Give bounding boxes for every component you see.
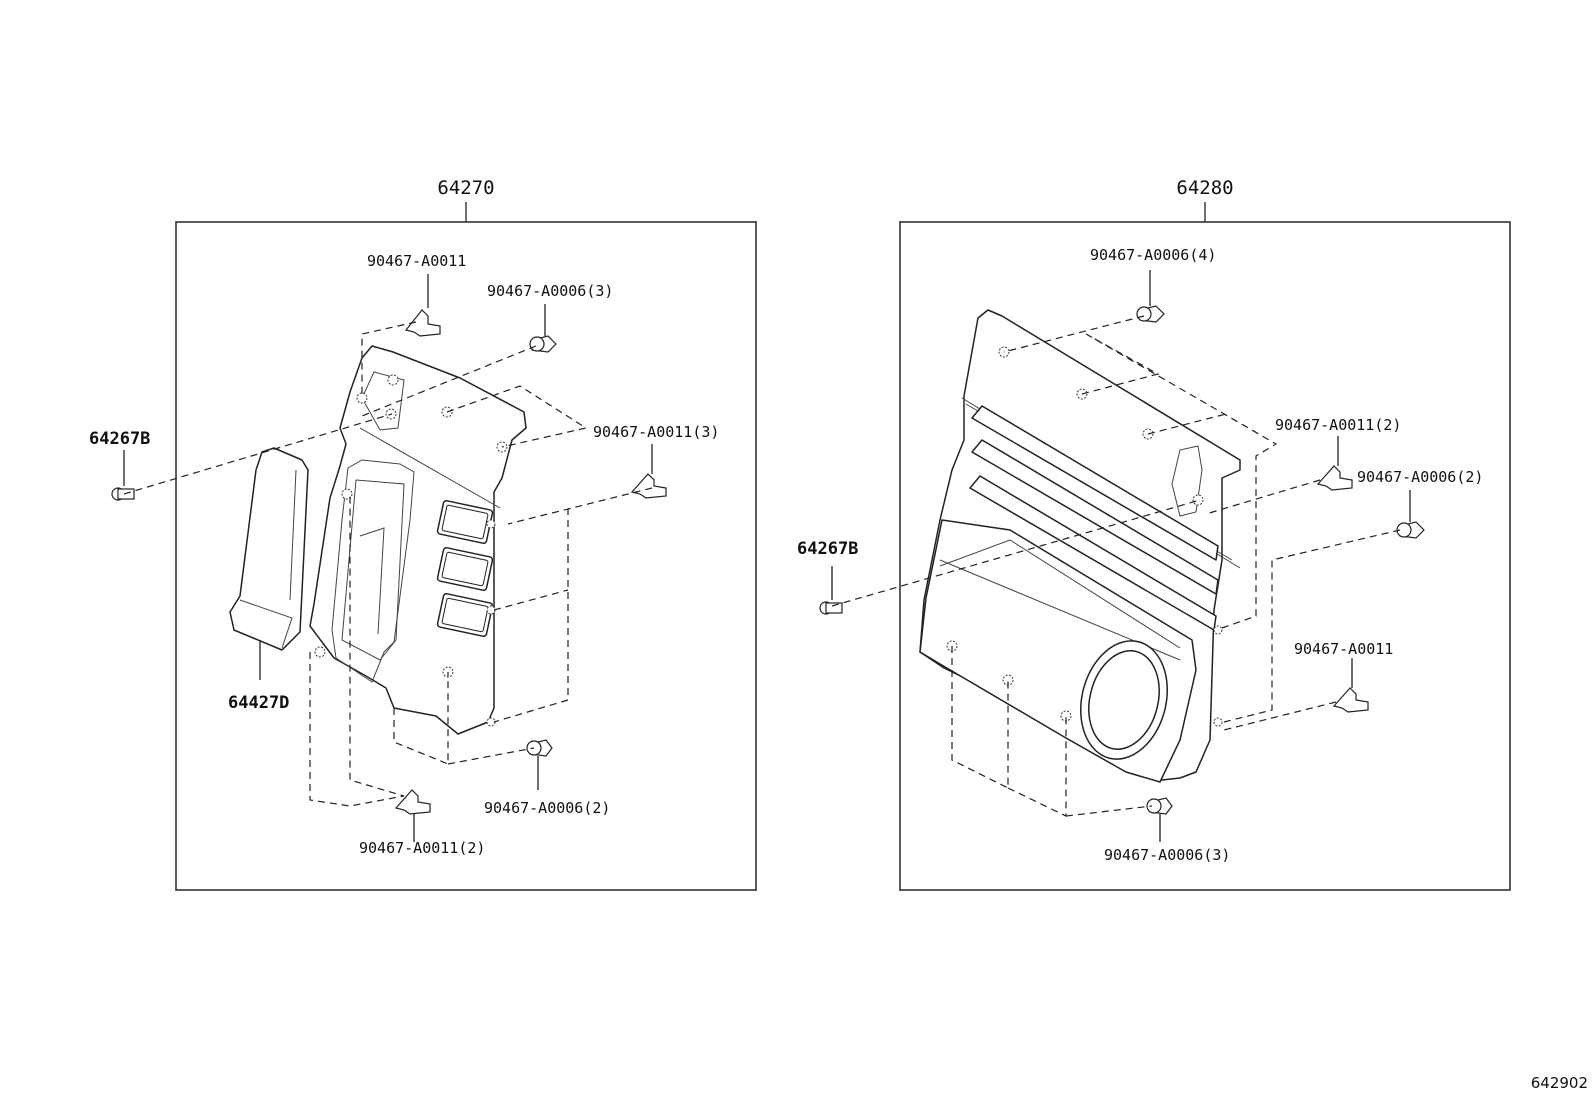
mount-hole: [356, 392, 368, 404]
mount-hole: [1192, 494, 1204, 506]
diagram-reference-number: 642902: [1531, 1074, 1588, 1092]
panel-vent-2-inner: [441, 551, 489, 587]
callout-clip-upper-right[interactable]: 90467-A0011(2): [1275, 416, 1401, 434]
assembly-part-number-left[interactable]: 64270: [437, 177, 494, 199]
mount-hole: [486, 519, 496, 529]
assembly-right: 64280: [797, 177, 1511, 891]
callout-screw-left[interactable]: 64267B: [89, 429, 150, 449]
callout-cover-left[interactable]: 64427D: [228, 693, 289, 713]
callout-clip-right-left[interactable]: 90467-A0011(3): [593, 423, 719, 441]
mount-hole: [486, 717, 496, 727]
panel-crease-left: [359, 427, 501, 509]
clip-right-left[interactable]: [630, 444, 667, 499]
speaker-grille-inner: [1088, 650, 1160, 750]
panel-upper-pocket-left: [361, 371, 405, 431]
assembly-frame-right: [899, 221, 1511, 891]
mount-hole: [1213, 717, 1223, 727]
grommet-bottom-right[interactable]: [1146, 797, 1173, 842]
callout-grommet-bottom-right[interactable]: 90467-A0006(3): [1104, 846, 1230, 864]
mount-hole: [341, 488, 353, 500]
side-cover-64427D[interactable]: [229, 447, 309, 651]
callout-grommet-right-right[interactable]: 90467-A0006(2): [1357, 468, 1483, 486]
callout-clip-bottom-left[interactable]: 90467-A0011(2): [359, 839, 485, 857]
cover-edge-line: [289, 469, 297, 601]
mount-hole: [314, 646, 326, 658]
panel-upper-pocket-right: [1171, 445, 1203, 517]
guide-lines-right: [831, 315, 1401, 817]
clip-upper-right[interactable]: [1316, 436, 1353, 491]
louver-2-right: [971, 439, 1219, 595]
assembly-part-number-right[interactable]: 64280: [1176, 177, 1233, 199]
clip-top-left[interactable]: [404, 274, 441, 337]
panel-vent-1-inner: [441, 504, 489, 540]
clip-bottom-left[interactable]: [394, 789, 431, 842]
panel-opening-left: [331, 459, 415, 683]
mount-hole: [1213, 625, 1223, 635]
clip-lower-right[interactable]: [1332, 658, 1369, 713]
louver-1-right: [971, 405, 1219, 561]
mount-hole: [486, 605, 496, 615]
louver-3-right: [969, 475, 1217, 631]
speaker-enclosure-top: [939, 539, 1181, 649]
rear-trim-panel-left[interactable]: [309, 345, 527, 735]
callout-grommet-top-left[interactable]: 90467-A0006(3): [487, 282, 613, 300]
panel-opening-step-left: [359, 527, 385, 635]
assembly-frame-left: [175, 221, 757, 891]
panel-opening-inner-left: [341, 479, 405, 661]
grommet-bottom-left[interactable]: [526, 739, 553, 790]
guide-lines-left: [123, 321, 653, 807]
callout-clip-lower-right[interactable]: 90467-A0011: [1294, 640, 1393, 658]
screw-64267B-right[interactable]: [819, 566, 843, 615]
grommet-top-right[interactable]: [1136, 270, 1165, 323]
cover-fold-line: [239, 599, 293, 649]
callout-screw-right[interactable]: 64267B: [797, 539, 858, 559]
assembly-left: 64270: [89, 177, 757, 891]
callout-grommet-top-right[interactable]: 90467-A0006(4): [1090, 246, 1216, 264]
callout-grommet-bottom-left[interactable]: 90467-A0006(2): [484, 799, 610, 817]
grommet-top-left[interactable]: [529, 304, 557, 353]
callout-clip-top-left[interactable]: 90467-A0011: [367, 252, 466, 270]
grommet-right-right[interactable]: [1396, 490, 1425, 539]
panel-vent-3-inner: [441, 597, 489, 633]
mount-hole: [387, 374, 399, 386]
